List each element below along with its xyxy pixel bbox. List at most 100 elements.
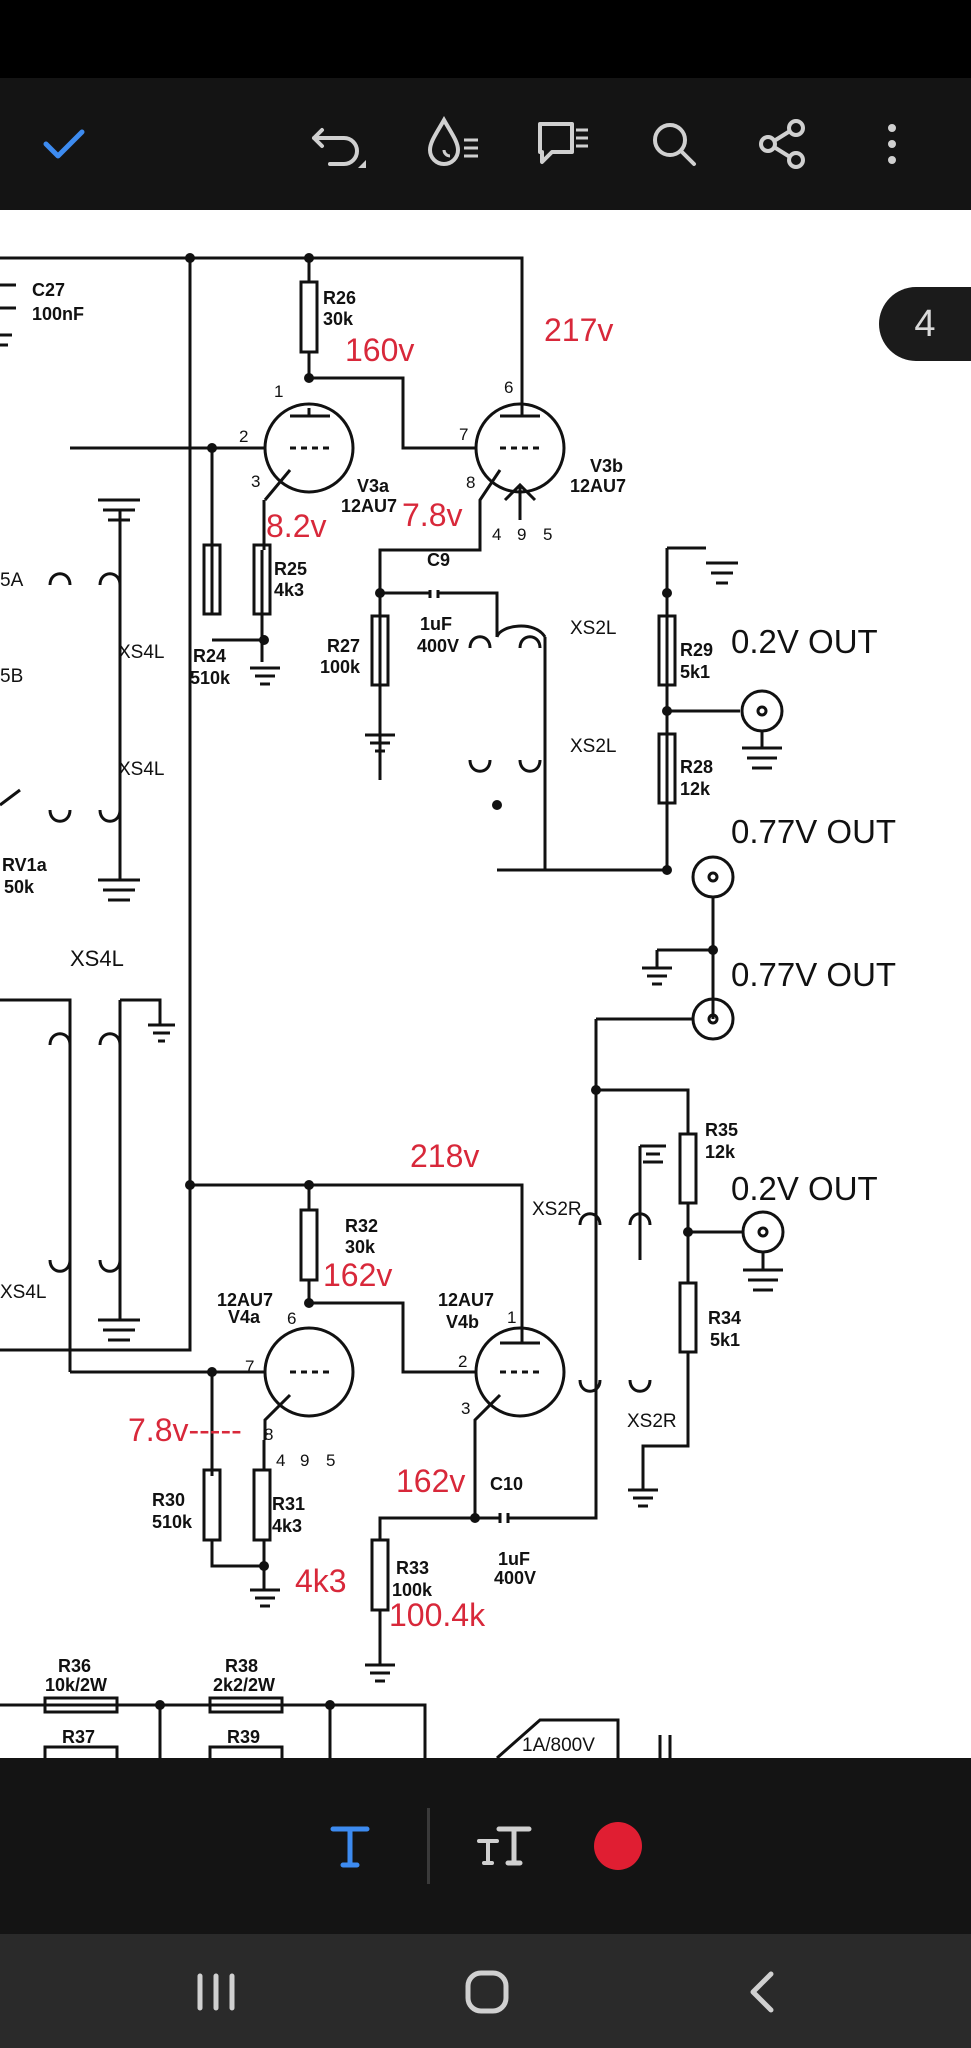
r30-label: R30 <box>152 1490 185 1510</box>
c27-label: C27 <box>32 280 65 300</box>
circuit-schematic: C27 100nF R26 30k V3a 12AU7 V3b 12AU7 R2… <box>0 253 896 1758</box>
xs4l-label: XS4L <box>118 759 164 780</box>
voltage-annotation: 7.8v <box>402 497 462 533</box>
xs4l-label: XS4L <box>0 1282 46 1303</box>
r36-value: 10k/2W <box>45 1675 107 1695</box>
r26-label: R26 <box>323 288 356 308</box>
voltage-annotation: 160v <box>345 332 414 368</box>
bridge-rectifier-label: 1A/800V <box>522 1735 595 1756</box>
top-toolbar <box>0 78 971 210</box>
c9-value: 1uF <box>420 614 452 634</box>
pin-label: 4 <box>492 525 501 544</box>
status-bar <box>0 0 971 78</box>
r25-value: 4k3 <box>274 580 304 600</box>
v4b-label: V4b <box>446 1312 479 1332</box>
document-canvas[interactable]: C27 100nF R26 30k V3a 12AU7 V3b 12AU7 R2… <box>0 210 971 1758</box>
r32-value: 30k <box>345 1237 376 1257</box>
output-label: 0.2V OUT <box>731 623 878 660</box>
pin-label: 5 <box>326 1451 335 1470</box>
r33-label: R33 <box>396 1558 429 1578</box>
pin-label: 1 <box>274 382 283 401</box>
back-icon[interactable] <box>722 1962 802 2022</box>
r31-value: 4k3 <box>272 1516 302 1536</box>
pin-label: 6 <box>504 378 513 397</box>
voltage-annotation: 7.8v----- <box>128 1412 242 1448</box>
search-icon[interactable] <box>640 110 708 178</box>
more-vertical-icon[interactable] <box>858 110 926 178</box>
r36-label: R36 <box>58 1656 91 1676</box>
text-tool-icon[interactable] <box>312 1810 388 1882</box>
voltage-annotation: 162v <box>323 1257 392 1293</box>
c10-voltage: 400V <box>494 1568 536 1588</box>
rv1a-label: RV1a <box>2 855 48 875</box>
xs2r-label: XS2R <box>627 1411 677 1432</box>
recents-icon[interactable] <box>176 1962 256 2022</box>
r39-label: R39 <box>227 1727 260 1747</box>
output-label: 0.2V OUT <box>731 1170 878 1207</box>
comment-icon[interactable] <box>530 110 598 178</box>
r35-value: 12k <box>705 1142 736 1162</box>
pin-label: 2 <box>458 1352 467 1371</box>
r31-label: R31 <box>272 1494 305 1514</box>
pin-label: 1 <box>507 1308 516 1327</box>
annotation-toolbar <box>0 1758 971 1934</box>
output-label: 0.77V OUT <box>731 813 896 850</box>
xs2l-label: XS2L <box>570 618 616 639</box>
share-icon[interactable] <box>748 110 816 178</box>
v4a-label: V4a <box>228 1307 261 1327</box>
pin-label: 3 <box>251 472 260 491</box>
pin-label: 9 <box>517 525 526 544</box>
c9-label: C9 <box>427 550 450 570</box>
v4b-type: 12AU7 <box>438 1290 494 1310</box>
connector-fragment-label: 5A <box>0 570 24 591</box>
resistance-annotation: 4k3 <box>295 1563 347 1599</box>
v4a-type: 12AU7 <box>217 1290 273 1310</box>
c27-value: 100nF <box>32 304 84 324</box>
tool-divider <box>427 1808 430 1884</box>
voltage-annotation: 8.2v <box>266 508 326 544</box>
r38-label: R38 <box>225 1656 258 1676</box>
r28-value: 12k <box>680 779 711 799</box>
checkmark-icon[interactable] <box>30 110 98 178</box>
voltage-annotation: 218v <box>410 1138 479 1174</box>
pin-label: 3 <box>461 1399 470 1418</box>
voltage-annotation: 162v <box>396 1463 465 1499</box>
text-size-icon[interactable] <box>466 1810 542 1882</box>
v3a-type: 12AU7 <box>341 496 397 516</box>
r26-value: 30k <box>323 309 354 329</box>
v3a-label: V3a <box>357 476 390 496</box>
pin-label: 6 <box>287 1309 296 1328</box>
color-picker-button[interactable] <box>594 1822 642 1870</box>
r27-value: 100k <box>320 657 361 677</box>
pen-settings-icon[interactable] <box>420 110 488 178</box>
r33-value: 100k <box>392 1580 433 1600</box>
pin-label: 5 <box>543 525 552 544</box>
c10-value: 1uF <box>498 1549 530 1569</box>
pin-label: 9 <box>300 1451 309 1470</box>
r34-value: 5k1 <box>710 1330 740 1350</box>
xs2l-label: XS2L <box>570 736 616 757</box>
pin-label: 2 <box>239 427 248 446</box>
r37-label: R37 <box>62 1727 95 1747</box>
output-label: 0.77V OUT <box>731 956 896 993</box>
pin-label: 8 <box>264 1425 273 1444</box>
v3b-label: V3b <box>590 456 623 476</box>
xs2r-label: XS2R <box>532 1199 582 1220</box>
r35-label: R35 <box>705 1120 738 1140</box>
undo-icon[interactable] <box>306 110 374 178</box>
page-number-badge: 4 <box>879 287 971 361</box>
r28-label: R28 <box>680 757 713 777</box>
r25-label: R25 <box>274 559 307 579</box>
pin-label: 4 <box>276 1451 285 1470</box>
xs4l-label: XS4L <box>70 946 124 971</box>
c9-voltage: 400V <box>417 636 459 656</box>
r29-value: 5k1 <box>680 662 710 682</box>
pin-label: 7 <box>245 1357 254 1376</box>
r30-value: 510k <box>152 1512 193 1532</box>
voltage-annotation: 217v <box>544 312 613 348</box>
pin-label: 8 <box>466 473 475 492</box>
connector-fragment-label: 5B <box>0 666 23 687</box>
home-icon[interactable] <box>447 1962 527 2022</box>
pin-label: 7 <box>459 425 468 444</box>
c10-label: C10 <box>490 1474 523 1494</box>
